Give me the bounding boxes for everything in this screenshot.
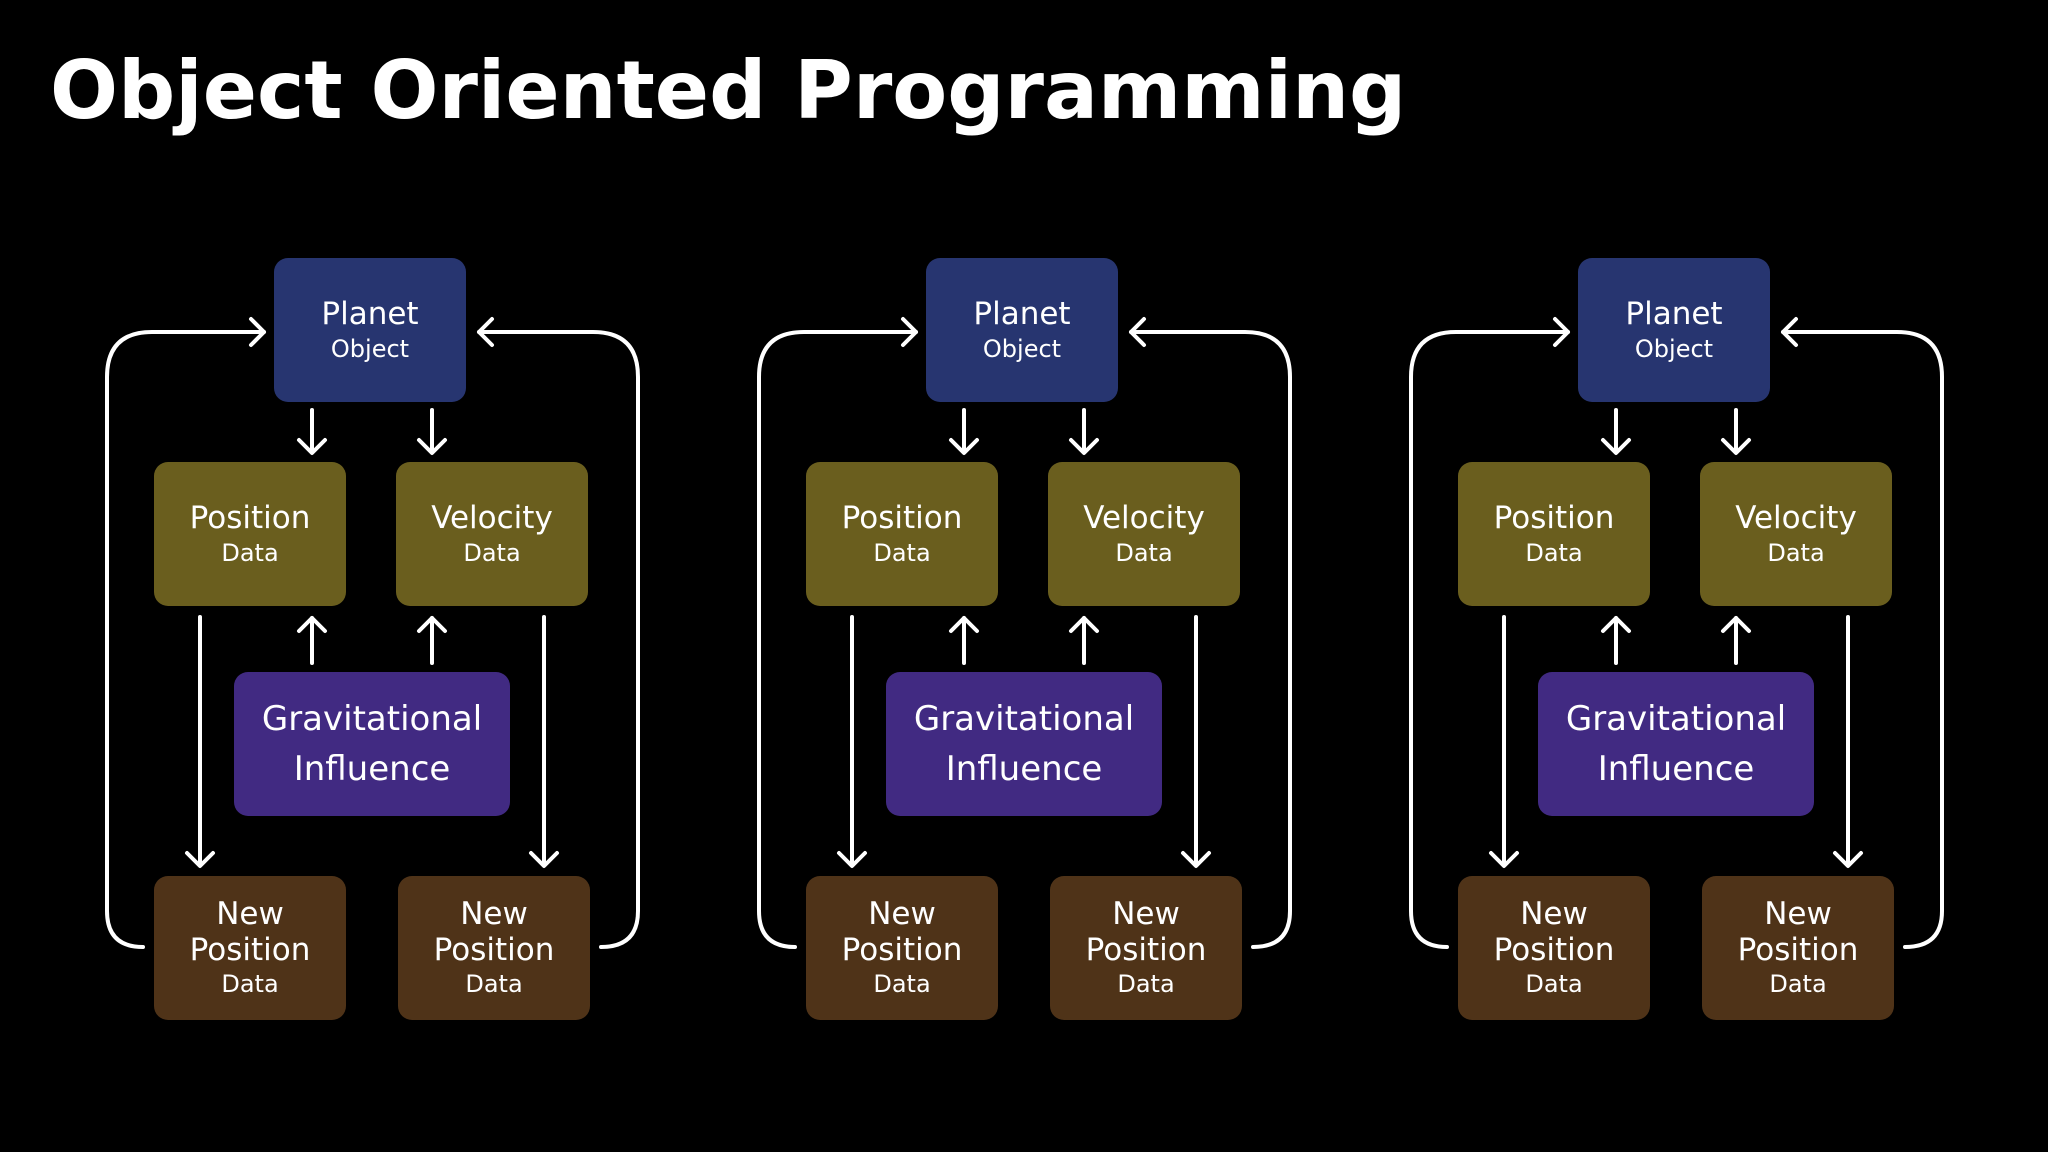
planet-title: Planet [1625,296,1723,332]
position-title: Position [841,500,963,536]
arrow-gravity-to-position [297,616,327,665]
new-position-subtitle: Data [465,970,523,998]
arrow-planet-to-velocity [1721,408,1751,455]
new-position-line2: Position [841,932,963,968]
arrow-gravity-to-velocity [417,616,447,665]
arrow-gravity-to-position [949,616,979,665]
arrow-gravity-to-position [1601,616,1631,665]
arrow-velocity-to-new-position [1181,615,1211,868]
arrow-planet-to-velocity [1069,408,1099,455]
new-position-subtitle: Data [1525,970,1583,998]
gravity-line1: Gravitational [913,699,1135,739]
new-position-data-box-right: New Position Data [1702,876,1894,1020]
velocity-subtitle: Data [463,539,521,567]
velocity-data-box: Velocity Data [1700,462,1892,606]
gravity-line1: Gravitational [261,699,483,739]
planet-title: Planet [973,296,1071,332]
velocity-title: Velocity [431,500,553,536]
arrow-position-to-new-position [1489,615,1519,868]
planet-subtitle: Object [1634,335,1714,363]
planet-subtitle: Object [330,335,410,363]
position-subtitle: Data [873,539,931,567]
gravitational-influence-box: Gravitational Influence [234,672,510,816]
velocity-subtitle: Data [1767,539,1825,567]
diagram-connectors [1409,317,1944,949]
oop-diagram-2: Planet Object Position Data Velocity Dat… [652,0,2048,1152]
new-position-data-box-left: New Position Data [806,876,998,1020]
arrow-planet-to-position [297,408,327,455]
new-position-subtitle: Data [221,970,279,998]
new-position-subtitle: Data [1769,970,1827,998]
new-position-line1: New [1764,896,1832,932]
arrow-gravity-to-velocity [1721,616,1751,665]
loop-arrow-left [757,317,918,949]
new-position-line1: New [216,896,284,932]
new-position-line1: New [460,896,528,932]
diagram-connectors [105,317,640,949]
new-position-data-box-left: New Position Data [1458,876,1650,1020]
planet-object-box: Planet Object [926,258,1118,402]
new-position-line1: New [868,896,936,932]
gravity-line2: Influence [1597,749,1755,789]
planet-object-box: Planet Object [1578,258,1770,402]
arrow-planet-to-velocity [417,408,447,455]
new-position-data-box-right: New Position Data [1050,876,1242,1020]
velocity-title: Velocity [1735,500,1857,536]
arrow-position-to-new-position [185,615,215,868]
position-subtitle: Data [221,539,279,567]
arrow-velocity-to-new-position [1833,615,1863,868]
velocity-data-box: Velocity Data [396,462,588,606]
velocity-data-box: Velocity Data [1048,462,1240,606]
new-position-line2: Position [1085,932,1207,968]
planet-object-box: Planet Object [274,258,466,402]
gravity-line1: Gravitational [1565,699,1787,739]
new-position-line1: New [1520,896,1588,932]
position-title: Position [1493,500,1615,536]
arrow-velocity-to-new-position [529,615,559,868]
oop-diagram-3: Planet Object Position Data Velocity Dat… [1304,0,2048,1152]
position-data-box: Position Data [1458,462,1650,606]
arrow-planet-to-position [1601,408,1631,455]
loop-arrow-right [1129,317,1292,949]
new-position-line2: Position [433,932,555,968]
new-position-line2: Position [1737,932,1859,968]
arrow-position-to-new-position [837,615,867,868]
loop-arrow-right [477,317,640,949]
arrow-gravity-to-velocity [1069,616,1099,665]
diagram-connectors [757,317,1292,949]
loop-arrow-left [1409,317,1570,949]
arrow-planet-to-position [949,408,979,455]
gravity-line2: Influence [945,749,1103,789]
new-position-line2: Position [189,932,311,968]
velocity-title: Velocity [1083,500,1205,536]
page-title: Object Oriented Programming [50,44,1407,137]
planet-title: Planet [321,296,419,332]
planet-subtitle: Object [982,335,1062,363]
position-data-box: Position Data [154,462,346,606]
velocity-subtitle: Data [1115,539,1173,567]
gravity-line2: Influence [293,749,451,789]
new-position-data-box-right: New Position Data [398,876,590,1020]
gravitational-influence-box: Gravitational Influence [1538,672,1814,816]
new-position-line2: Position [1493,932,1615,968]
new-position-line1: New [1112,896,1180,932]
loop-arrow-right [1781,317,1944,949]
position-subtitle: Data [1525,539,1583,567]
loop-arrow-left [105,317,266,949]
gravitational-influence-box: Gravitational Influence [886,672,1162,816]
position-data-box: Position Data [806,462,998,606]
new-position-subtitle: Data [873,970,931,998]
new-position-data-box-left: New Position Data [154,876,346,1020]
position-title: Position [189,500,311,536]
new-position-subtitle: Data [1117,970,1175,998]
